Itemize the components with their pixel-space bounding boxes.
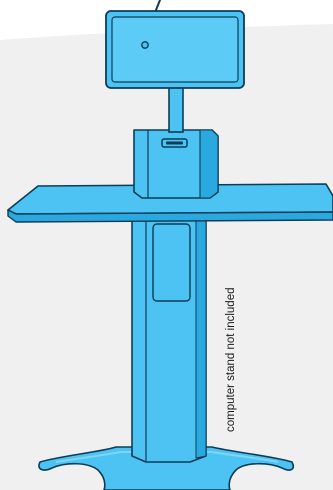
sensor-dot xyxy=(141,41,149,49)
caption-text: computer stand not included xyxy=(225,288,237,432)
monitor-screen xyxy=(111,16,239,83)
housing-side-shade xyxy=(199,129,219,199)
table-front-edge xyxy=(7,209,333,223)
table-top xyxy=(7,183,333,223)
hdmi-port-slot xyxy=(166,141,183,145)
base-feet xyxy=(38,446,295,490)
upper-housing xyxy=(133,129,219,199)
column-side-shade xyxy=(195,213,207,459)
monitor-icon xyxy=(105,10,245,89)
monitor-neck xyxy=(168,83,184,133)
access-panel xyxy=(152,223,191,302)
stand-column xyxy=(131,213,207,463)
